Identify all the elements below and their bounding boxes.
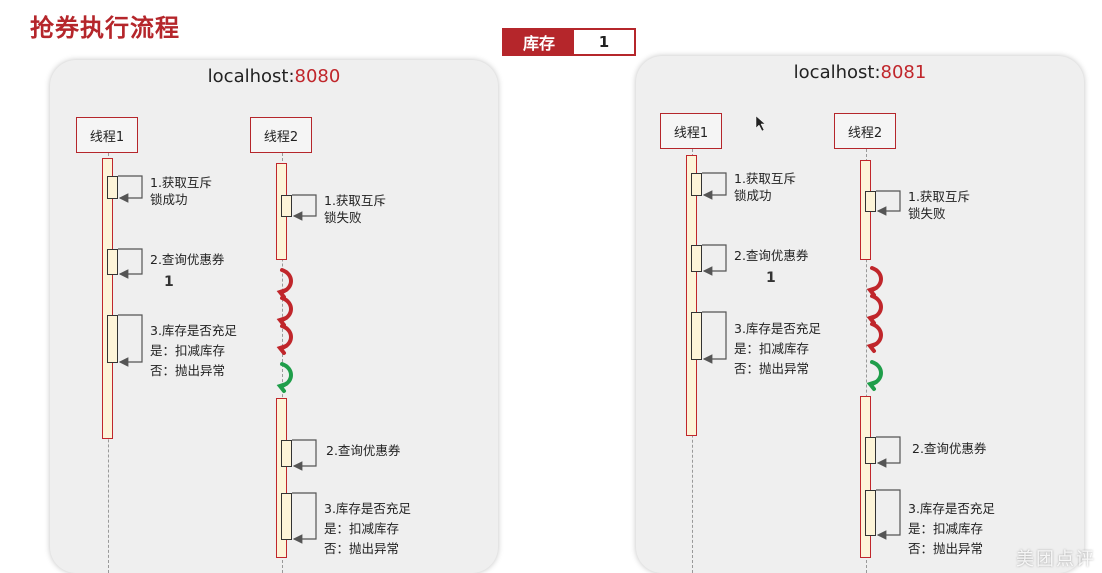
retry-loop-icons [866,266,883,391]
t1-step2-label: 2.查询优惠券 [734,248,809,263]
server-host-label: localhost:8081 [793,62,927,83]
thread2-activation-bar-2 [276,398,287,558]
thread2-activation-bar-2 [860,396,871,558]
thread1-self-call-3 [107,315,118,363]
thread1-self-call-2 [107,249,118,275]
t2-step3-label: 3.库存是否充足 是：扣减库存 否：抛出异常 [908,501,995,556]
thread2-self-call-2 [281,440,292,467]
server-host-label: localhost:8080 [207,66,341,87]
thread2-self-call-3 [865,490,876,536]
thread1-activation-bar [686,155,697,436]
stock-badge: 库存 1 [502,28,636,56]
thread1-self-call-1 [691,173,702,196]
thread1-activation-bar [102,158,113,439]
thread2-self-call-1 [865,191,876,212]
thread1-box: 线程1 [660,113,722,149]
stock-value: 1 [574,30,634,54]
t1-step2-label: 2.查询优惠券 [150,252,225,267]
t2-step2-label: 2.查询优惠券 [912,441,987,456]
thread2-label: 线程2 [263,129,299,145]
thread1-self-call-3 [691,312,702,360]
thread2-lifeline [866,149,867,573]
retry-loop-icons [276,268,293,393]
thread1-box: 线程1 [76,117,138,153]
thread2-self-call-2 [865,437,876,464]
server-panel-8080: localhost:8080 线程1 线程2 [50,60,498,573]
t1-step3-label: 3.库存是否充足 是：扣减库存 否：抛出异常 [734,321,821,376]
thread1-self-call-1 [107,176,118,199]
t1-query-result: 1 [164,274,174,290]
t2-step2-label: 2.查询优惠券 [326,443,401,458]
thread2-self-call-1 [281,195,292,217]
t1-query-result: 1 [766,270,776,286]
stock-label: 库存 [504,30,574,54]
watermark: 美团点评 [1016,549,1096,570]
t1-step1-label: 1.获取互斥锁成功 [150,175,212,207]
mouse-cursor-icon [755,115,766,132]
thread1-label: 线程1 [673,125,709,141]
thread2-label: 线程2 [847,125,883,141]
t1-step3-label: 3.库存是否充足 是：扣减库存 否：抛出异常 [150,323,237,378]
page-title: 抢券执行流程 [30,14,180,42]
thread2-self-call-3 [281,493,292,540]
server-port: 8080 [294,66,341,87]
server-port: 8081 [880,62,927,83]
server-panel-8081: localhost:8081 线程1 线程2 [636,56,1084,573]
t2-step1-label: 1.获取互斥锁失败 [908,189,970,221]
message-arrows [702,115,901,540]
thread1-label: 线程1 [89,129,125,145]
thread2-box: 线程2 [834,113,896,149]
t1-step1-label: 1.获取互斥锁成功 [734,171,796,203]
message-arrows [118,175,317,544]
thread2-box: 线程2 [250,117,312,153]
t2-step1-label: 1.获取互斥锁失败 [324,193,386,225]
thread1-self-call-2 [691,245,702,272]
t2-step3-label: 3.库存是否充足 是：扣减库存 否：抛出异常 [324,501,411,556]
